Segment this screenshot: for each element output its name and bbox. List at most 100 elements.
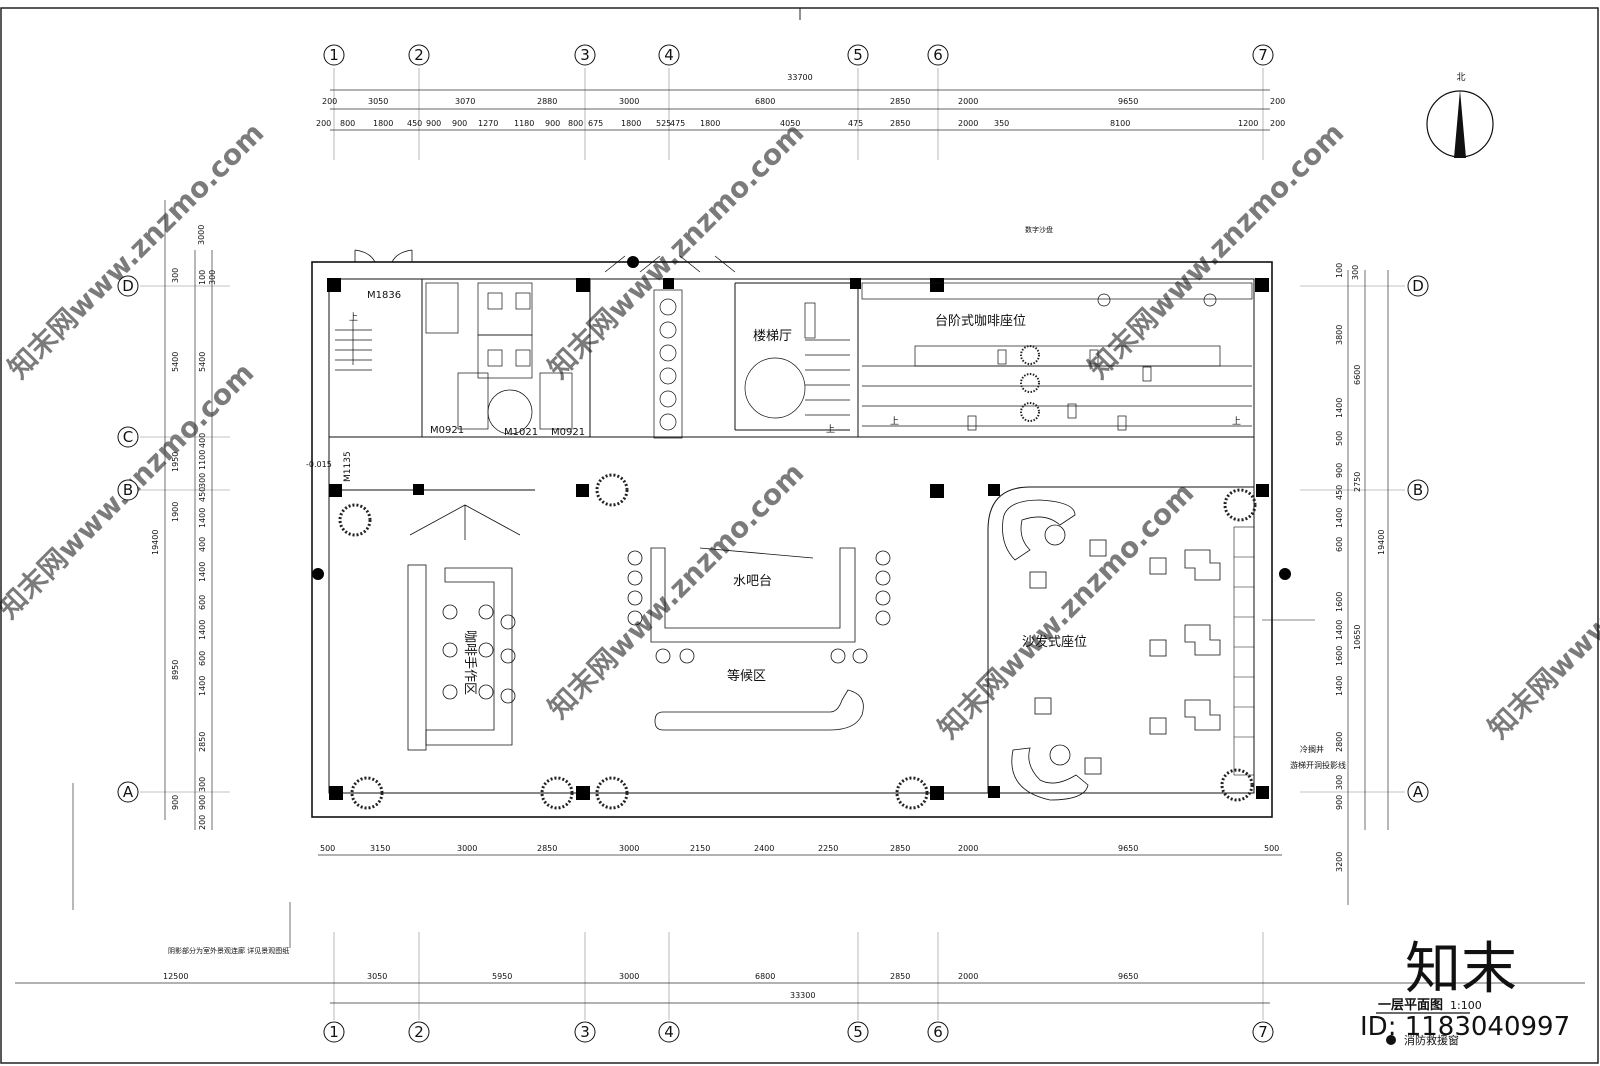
svg-text:600: 600	[1335, 537, 1344, 552]
door-m1836: M1836	[367, 290, 401, 301]
svg-text:900: 900	[1335, 463, 1344, 478]
svg-text:1800: 1800	[373, 119, 393, 128]
dimensions-bottom: 500 3150 3000 2850 3000 2150 2400 2250 2…	[163, 844, 1279, 1000]
drawing-title: 一层平面图	[1378, 998, 1443, 1013]
svg-text:450: 450	[1335, 485, 1344, 500]
svg-text:3000: 3000	[457, 844, 477, 853]
svg-text:6600: 6600	[1353, 365, 1362, 385]
svg-text:1180: 1180	[514, 119, 534, 128]
watermark: 知末网www.znzmo.com	[1482, 476, 1600, 745]
svg-text:500: 500	[1264, 844, 1279, 853]
id-text: ID: 1183040997	[1360, 1012, 1570, 1042]
dim-top-total: 33700	[787, 73, 812, 82]
dimensions-right: 19400 100 300 3800 1400 500 900 450 1400…	[1335, 263, 1386, 872]
entrance-doors	[354, 249, 736, 540]
svg-text:100: 100	[1335, 263, 1344, 278]
note-right-2: 游梯开洞投影线	[1290, 760, 1346, 770]
grid-axis-lines	[140, 68, 1405, 1020]
sofa-seating	[1002, 499, 1221, 801]
workshop-table	[407, 564, 516, 751]
svg-text:8950: 8950	[171, 660, 180, 680]
svg-text:3000: 3000	[619, 97, 639, 106]
svg-text:2850: 2850	[890, 972, 910, 981]
svg-text:2: 2	[414, 1023, 424, 1041]
window-strip	[1233, 526, 1255, 776]
svg-text:12500: 12500	[163, 972, 188, 981]
svg-text:6800: 6800	[755, 972, 775, 981]
room-labels: 楼梯厅 台阶式咖啡座位 水吧台 咖啡手作区 等候区 沙发式座位 上 上 上 数字…	[462, 225, 1241, 695]
svg-text:3150: 3150	[370, 844, 390, 853]
planter-icons	[338, 345, 1257, 810]
svg-text:5400: 5400	[171, 352, 180, 372]
svg-text:900: 900	[198, 795, 207, 810]
drawing-scale: 1:100	[1450, 999, 1482, 1012]
svg-text:1800: 1800	[621, 119, 641, 128]
top-label: 数字沙盘	[1025, 225, 1053, 234]
north-label: 北	[1456, 72, 1465, 83]
svg-text:450: 450	[198, 487, 207, 502]
up-label: 上	[890, 416, 899, 427]
svg-text:1900: 1900	[171, 502, 180, 522]
svg-text:1: 1	[329, 46, 339, 64]
svg-text:2250: 2250	[818, 844, 838, 853]
svg-text:2850: 2850	[890, 119, 910, 128]
svg-text:900: 900	[171, 795, 180, 810]
svg-text:1400: 1400	[1335, 508, 1344, 528]
svg-text:1200: 1200	[1238, 119, 1258, 128]
svg-text:1600: 1600	[1335, 646, 1344, 666]
svg-text:2000: 2000	[958, 97, 978, 106]
left-note: 阴影部分为室外景观连廊 详见景观图纸	[72, 783, 291, 955]
svg-text:300: 300	[1335, 775, 1344, 790]
svg-text:3070: 3070	[455, 97, 475, 106]
water-bar-counter	[627, 547, 891, 731]
svg-text:900: 900	[1335, 795, 1344, 810]
svg-text:350: 350	[994, 119, 1009, 128]
watermark: 知末网www.znzmo.com	[2, 116, 271, 385]
watermark: 知末网www.znzmo.com	[932, 476, 1201, 745]
svg-text:3: 3	[580, 46, 590, 64]
svg-text:10650: 10650	[1353, 625, 1362, 650]
svg-text:1100: 1100	[198, 450, 207, 470]
svg-text:800: 800	[568, 119, 583, 128]
svg-text:300: 300	[171, 268, 180, 283]
svg-text:D: D	[122, 277, 134, 295]
door-m0921: M0921	[551, 427, 585, 438]
dim-bottom-total: 33300	[790, 991, 815, 1000]
structural-columns	[312, 256, 1291, 800]
svg-text:200: 200	[322, 97, 337, 106]
svg-text:1270: 1270	[478, 119, 498, 128]
legend-text: 消防救援窗	[1404, 1033, 1459, 1047]
svg-text:D: D	[1412, 277, 1424, 295]
svg-text:5950: 5950	[492, 972, 512, 981]
svg-text:1400: 1400	[198, 562, 207, 582]
svg-text:3000: 3000	[619, 844, 639, 853]
svg-text:B: B	[1413, 481, 1423, 499]
svg-text:7: 7	[1258, 1023, 1268, 1041]
svg-text:4050: 4050	[780, 119, 800, 128]
svg-text:2000: 2000	[958, 119, 978, 128]
brand-logo: 知末	[1405, 937, 1517, 1002]
svg-text:2000: 2000	[958, 844, 978, 853]
room-sofa-seating: 沙发式座位	[1022, 634, 1087, 650]
door-m0921: M0921	[430, 425, 464, 436]
svg-text:500: 500	[1335, 431, 1344, 446]
room-tiered-seating: 台阶式咖啡座位	[935, 314, 1026, 329]
grid-bubbles-right: D B A	[1407, 275, 1429, 803]
svg-text:2: 2	[414, 46, 424, 64]
restrooms	[425, 282, 573, 435]
svg-text:9650: 9650	[1118, 844, 1138, 853]
note-left: 阴影部分为室外景观连廊 详见景观图纸	[168, 946, 289, 955]
watermark: 知末网www.znzmo.com	[542, 116, 811, 385]
brand-watermark: 知末 ID: 1183040997	[1360, 937, 1570, 1042]
up-label: 上	[1232, 416, 1241, 427]
svg-text:3200: 3200	[1335, 852, 1344, 872]
svg-text:1600: 1600	[1335, 592, 1344, 612]
svg-text:900: 900	[452, 119, 467, 128]
up-label: 上	[349, 312, 358, 323]
svg-text:9650: 9650	[1118, 97, 1138, 106]
svg-text:1400: 1400	[198, 508, 207, 528]
grid-bubbles-bottom: 1 2 3 4 5 6 7	[323, 1021, 1274, 1043]
svg-text:6: 6	[933, 1023, 943, 1041]
svg-text:B: B	[123, 481, 133, 499]
door-m1021: M1021	[504, 427, 538, 438]
